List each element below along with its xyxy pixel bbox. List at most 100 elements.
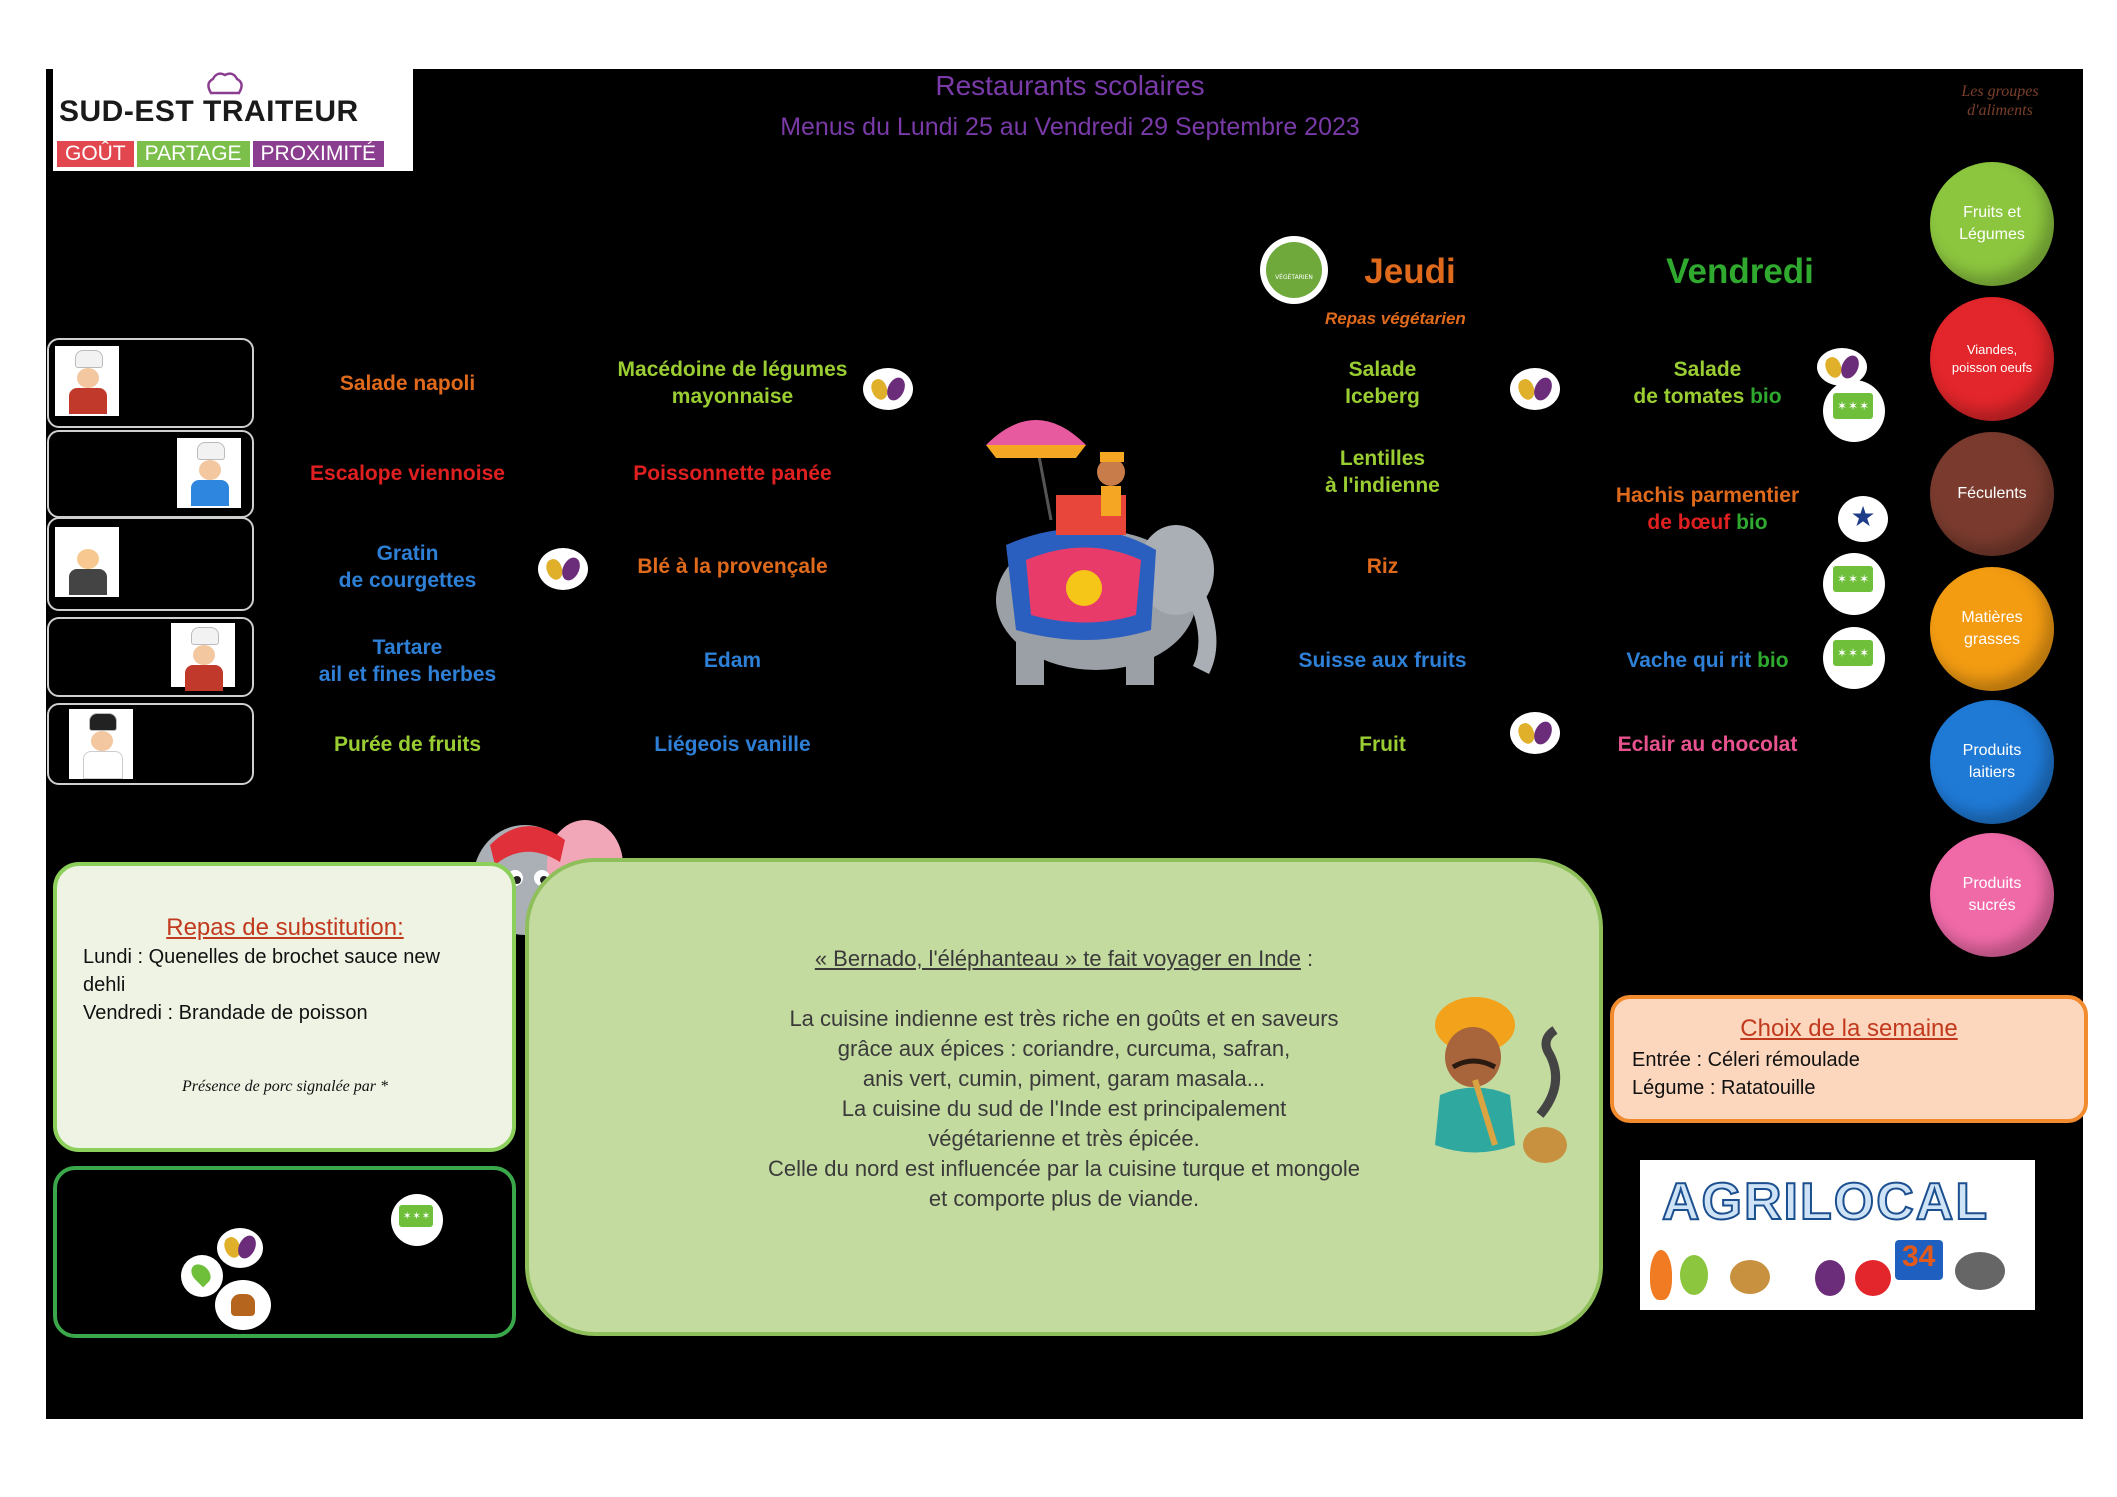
mardi-entree: Macédoine de légumes mayonnaise [590, 356, 875, 410]
choice-of-week-panel: Choix de la semaine Entrée : Céleri rémo… [1610, 995, 2088, 1123]
jeudi-entree-line1: Salade [1348, 358, 1417, 381]
choice-entree: Entrée : Céleri rémoulade [1632, 1049, 1860, 1071]
chef-icon [171, 623, 235, 691]
lundi-garniture: Gratin de courgettes [265, 540, 550, 594]
choice-legume: Légume : Ratatouille [1632, 1077, 1816, 1099]
lundi-laitage-line2: ail et fines herbes [318, 663, 497, 686]
theme-title-suffix: : [1300, 946, 1314, 971]
vendredi-plat-line2-text: de bœuf [1647, 511, 1737, 534]
bio-label-icon: ✶✶✶ [1823, 380, 1885, 442]
choice-title: Choix de la semaine [1740, 1015, 1958, 1042]
labels-legend-panel: ✶✶✶ [53, 1166, 516, 1338]
page-subtitle: Menus du Lundi 25 au Vendredi 29 Septemb… [780, 113, 1360, 141]
row-label-dessert [47, 703, 254, 785]
food-group-matieres-grasses: Matières grasses [1930, 567, 2054, 691]
chef-icon [55, 527, 119, 597]
jeudi-laitage: Suisse aux fruits [1298, 649, 1467, 672]
substitution-lundi: Lundi : Quenelles de brochet sauce new [83, 946, 440, 968]
vendredi-laitage: Vache qui rit bio [1565, 647, 1850, 674]
theme-line-4: La cuisine du sud de l'Inde est principa… [841, 1096, 1287, 1121]
jeudi-entree-line2: Iceberg [1345, 385, 1420, 408]
vendredi-plat-line2: de bœuf bio [1565, 509, 1850, 536]
seasonal-produce-icon [1510, 368, 1560, 410]
lundi-plat: Escalope viennoise [310, 462, 505, 485]
vendredi-entree-bio: bio [1750, 385, 1782, 408]
vendredi-entree-line1: Salade [1673, 358, 1742, 381]
theme-line-1: La cuisine indienne est très riche en go… [789, 1006, 1339, 1031]
lundi-dessert: Purée de fruits [333, 733, 482, 756]
substitution-vendredi: Vendredi : Brandade de poisson [83, 1002, 368, 1024]
theme-info-panel: « Bernado, l'éléphanteau » te fait voyag… [525, 858, 1603, 1336]
lundi-entree: Salade napoli [339, 372, 476, 395]
chef-icon [177, 438, 241, 508]
jeudi-plat-line1: Lentilles [1339, 447, 1426, 470]
jeudi-entree: Salade Iceberg [1240, 356, 1525, 410]
food-group-viandes: Viandes, poisson oeufs [1930, 297, 2054, 421]
theme-line-2: grâce aux épices : coriandre, curcuma, s… [837, 1036, 1291, 1061]
agrilocal-logo: AGRILOCAL 34 [1640, 1160, 2035, 1310]
label-rouge-icon: ★ [1838, 496, 1888, 542]
logo-tag-partage: PARTAGE [136, 141, 250, 167]
lundi-garniture-line2: de courgettes [338, 569, 477, 592]
page-title: Restaurants scolaires [935, 70, 1205, 101]
food-group-feculents: Féculents [1930, 432, 2054, 556]
row-label-garniture [47, 517, 254, 611]
decorated-elephant-illustration [986, 420, 1217, 685]
bio-label-icon: ✶✶✶ [1823, 627, 1885, 689]
vendredi-entree-line2-text: de tomates [1633, 385, 1751, 408]
vendredi-laitage-text: Vache qui rit [1626, 649, 1758, 672]
mardi-plat: Poissonnette panée [633, 462, 832, 485]
vendredi-entree-line2: de tomates bio [1565, 383, 1850, 410]
vendredi-entree: Salade de tomates bio [1565, 356, 1850, 410]
mardi-entree-line1: Macédoine de légumes [617, 358, 848, 381]
theme-line-7: et comporte plus de viande. [928, 1186, 1200, 1211]
row-label-plat [47, 430, 254, 518]
chef-icon [69, 709, 133, 779]
substitution-title: Repas de substitution: [166, 914, 404, 941]
row-label-entree [47, 338, 254, 428]
jeudi-vegetarian-note: Repas végétarien [1325, 309, 1466, 328]
chef-hat-logo-icon [207, 72, 243, 95]
lundi-laitage-line1: Tartare [372, 636, 443, 659]
jeudi-plat-line2: à l'indienne [1325, 474, 1440, 497]
substitution-lundi-cont: dehli [83, 974, 126, 996]
snake-charmer-illustration [1435, 997, 1567, 1163]
mardi-dessert: Liégeois vanille [654, 733, 811, 756]
jeudi-garniture: Riz [1366, 555, 1399, 578]
theme-line-6: Celle du nord est influencée par la cuis… [768, 1156, 1360, 1181]
vendredi-plat-line1: Hachis parmentier [1615, 484, 1800, 507]
theme-line-5: végétarienne et très épicée. [928, 1126, 1200, 1151]
food-group-fruits-legumes: Fruits et Légumes [1930, 162, 2054, 286]
logo-tag-proximite: PROXIMITÉ [252, 141, 385, 167]
porc-notice: Présence de porc signalée par * [181, 1078, 388, 1095]
agrilocal-word: AGRILOCAL [1661, 1172, 1990, 1232]
bio-label-icon: ✶✶✶ [391, 1194, 443, 1246]
theme-title-text: « Bernado, l'éléphanteau » te fait voyag… [814, 946, 1301, 971]
theme-title: « Bernado, l'éléphanteau » te fait voyag… [529, 944, 1599, 974]
theme-line-3: anis vert, cumin, piment, garam masala..… [862, 1066, 1266, 1091]
food-group-produits-sucres: Produits sucrés [1930, 833, 2054, 957]
day-vendredi: Vendredi [1666, 252, 1814, 291]
vegetarian-badge-label: VÉGÉTARIEN [1275, 274, 1313, 281]
homemade-dessert-icon [215, 1280, 271, 1330]
mardi-garniture: Blé à la provençale [637, 555, 828, 578]
local-product-icon [181, 1255, 223, 1297]
vendredi-plat: Hachis parmentier de bœuf bio [1565, 482, 1850, 536]
vegetarian-badge-icon: VÉGÉTARIEN [1260, 236, 1328, 304]
seasonal-produce-icon [863, 368, 913, 410]
bio-label-icon: ✶✶✶ [1823, 553, 1885, 615]
mardi-entree-line2: mayonnaise [671, 385, 794, 408]
logo-name: SUD-EST TRAITEUR [59, 95, 359, 128]
seasonal-produce-icon [217, 1228, 263, 1268]
row-label-laitage [47, 617, 254, 697]
food-groups-title: Les groupes d'aliments [1961, 83, 2039, 119]
lundi-garniture-line1: Gratin [376, 542, 439, 565]
seasonal-produce-icon [1510, 712, 1560, 754]
mardi-laitage: Edam [703, 649, 762, 672]
vendredi-laitage-bio: bio [1757, 649, 1789, 672]
day-jeudi: Jeudi [1364, 252, 1456, 291]
vendredi-dessert: Eclair au chocolat [1617, 733, 1798, 756]
sud-est-traiteur-logo: SUD-EST TRAITEUR GOÛT PARTAGE PROXIMITÉ [53, 69, 413, 171]
lundi-laitage: Tartare ail et fines herbes [265, 634, 550, 688]
jeudi-plat: Lentilles à l'indienne [1240, 445, 1525, 499]
